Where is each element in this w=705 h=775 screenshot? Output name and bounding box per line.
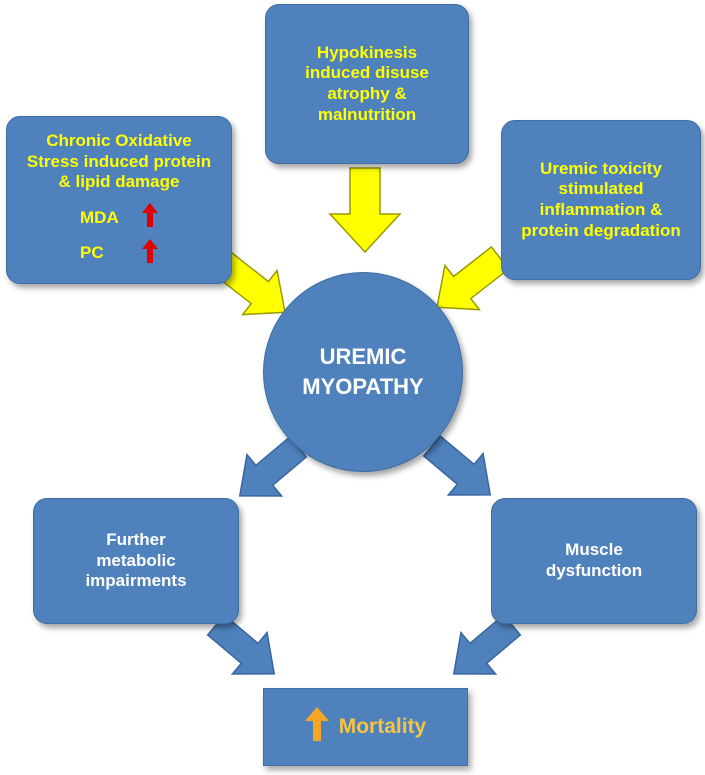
arrow-center-to-bottom-left [238,435,308,497]
metabolic-line-3: impairments [85,571,187,591]
uremic-myopathy-circle: UREMIC MYOPATHY [263,272,463,472]
muscle-line-1: Muscle [565,540,623,560]
mda-marker-row: MDA [7,203,231,233]
center-line-1: UREMIC [319,344,407,370]
center-line-2: MYOPATHY [302,374,424,399]
muscle-line-2: dysfunction [545,561,643,580]
hypokinesis-line-3: atrophy & [327,84,407,103]
metabolic-line-2: metabolic [96,550,176,570]
uremic-toxicity-line-1: Uremic toxicity [540,158,662,178]
uremic-toxicity-line-2: stimulated [558,179,644,199]
metabolic-impairments-box: Further metabolic impairments [33,498,239,624]
arrow-bottom-left-to-mortality [206,613,276,675]
pc-label: PC [80,243,104,263]
hypokinesis-line-4: malnutrition [317,104,417,124]
mortality-box: Mortality [263,688,468,766]
mortality-label: Mortality [338,715,427,739]
mda-label: MDA [80,207,119,227]
hypokinesis-line-2: induced disuse [305,63,429,83]
uremic-toxicity-box: Uremic toxicity stimulated inflammation … [501,120,701,280]
hypokinesis-line-1: Hypokinesis [316,42,418,62]
arrow-top-to-center [328,167,402,254]
metabolic-line-1: Further [106,529,166,549]
red-up-arrow-icon [142,238,158,269]
hypokinesis-box: Hypokinesis induced disuse atrophy & mal… [265,4,469,164]
orange-up-arrow-icon [304,706,329,748]
muscle-dysfunction-box: Muscle dysfunction [491,498,697,624]
arrow-right-to-center [436,245,510,311]
oxidative-line-3: & lipid damage [58,172,180,192]
uremic-toxicity-line-3: inflammation & [539,200,663,219]
red-up-arrow-icon [142,203,158,233]
uremic-toxicity-line-4: protein degradation [521,220,681,240]
oxidative-line-2: Stress induced protein [26,151,212,171]
arrow-center-to-bottom-right [422,434,492,496]
pc-marker-row: PC [7,238,231,269]
oxidative-stress-box: Chronic Oxidative Stress induced protein… [6,116,232,284]
oxidative-line-1: Chronic Oxidative [46,131,192,150]
